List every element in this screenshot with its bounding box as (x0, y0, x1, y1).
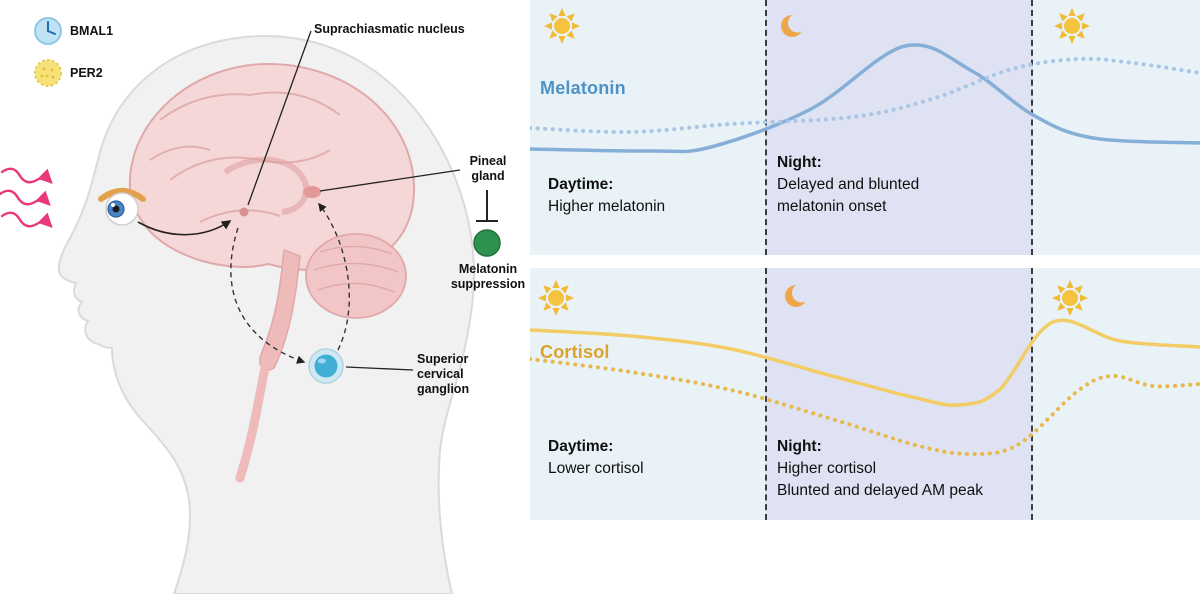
pupil (112, 205, 120, 213)
moon-icon (785, 283, 810, 307)
night-text-line1: Delayed and blunted (777, 176, 920, 193)
cortisol-night-note: Night: Higher cortisol Blunted and delay… (777, 436, 983, 502)
night-title: Night: (777, 154, 822, 171)
sun-icon (1054, 8, 1090, 44)
daytime-title: Daytime: (548, 176, 614, 193)
spinal-cord (235, 357, 271, 483)
cerebellum-folds (313, 245, 399, 293)
scg-to-pineal-dashed-arrow (318, 202, 350, 351)
cortisol-daytime-note: Daytime: Lower cortisol (548, 436, 644, 480)
brain-illustration (128, 62, 416, 483)
pineal-gland-node (303, 186, 321, 198)
night-text-line1: Higher cortisol (777, 460, 877, 477)
legend-label-bmal1: BMAL1 (70, 24, 114, 38)
moon-icon (781, 13, 806, 37)
label-pointer-lines (247, 30, 461, 371)
melatonin-suppression-node (473, 229, 501, 257)
daytime-title: Daytime: (548, 438, 614, 455)
night-title: Night: (777, 438, 822, 455)
superior-cervical-ganglion-node (308, 348, 344, 384)
bmal1-clock-icon (34, 17, 62, 45)
light-rays-arrows (0, 167, 53, 228)
inhibition-symbol (476, 190, 498, 222)
per2-icon (34, 59, 62, 87)
cortisol-title: Cortisol (540, 342, 610, 362)
cortisol-panel: Cortisol Daytime: Lower cortisol Night: … (530, 268, 1200, 520)
sun-icon (538, 280, 574, 316)
sun-icon (1052, 280, 1088, 316)
eye-illustration (98, 188, 146, 226)
scn-to-scg-dashed-arrow (230, 227, 306, 364)
scg-label: Superior cervical ganglion (417, 352, 470, 396)
eyelid (98, 188, 146, 202)
daytime-text: Higher melatonin (548, 198, 666, 215)
scn-label: Suprachiasmatic nucleus (314, 22, 465, 36)
melatonin-daytime-note: Daytime: Higher melatonin (548, 174, 665, 218)
retina-to-scn-arrow (137, 220, 232, 236)
cerebellum (305, 233, 407, 319)
melatonin-night-note: Night: Delayed and blunted melatonin ons… (777, 152, 919, 218)
night-text-line2: Blunted and delayed AM peak (777, 482, 983, 499)
daytime-text: Lower cortisol (548, 460, 644, 477)
corpus-callosum (223, 156, 310, 215)
sun-icon (544, 8, 580, 44)
pineal-gland-label: Pineal gland (469, 154, 507, 183)
melatonin-panel: Melatonin Daytime: Higher melatonin Nigh… (530, 0, 1200, 255)
suprachiasmatic-nucleus-node (239, 207, 249, 217)
melatonin-suppression-label: Melatonin suppression (450, 262, 526, 291)
melatonin-title: Melatonin (540, 78, 626, 98)
head-pathway-diagram (0, 17, 501, 594)
legend-label-per2: PER2 (70, 66, 103, 80)
night-text-line2: melatonin onset (777, 198, 887, 215)
